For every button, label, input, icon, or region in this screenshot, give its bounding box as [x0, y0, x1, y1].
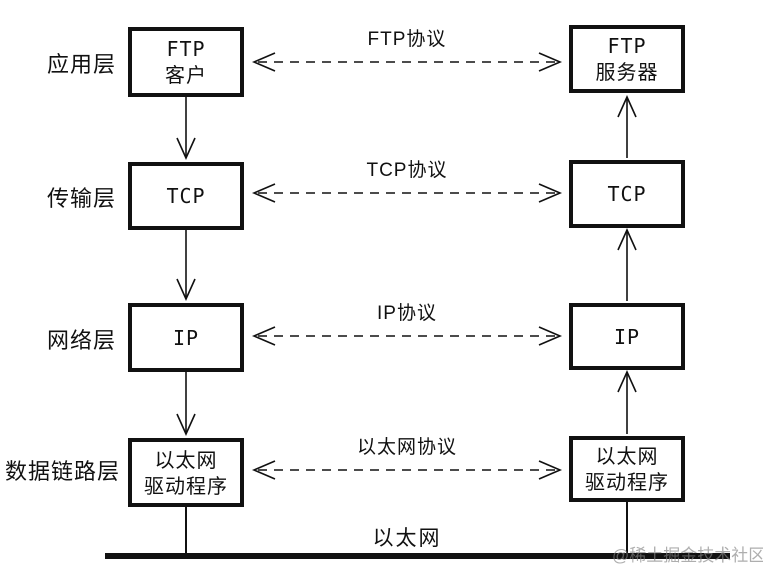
protocol-label-ethernet: 以太网协议 [356, 437, 457, 458]
up-arrow-icon [617, 370, 637, 434]
bus-connector-line [185, 507, 187, 554]
protocol-label-ip: IP协议 [377, 303, 437, 324]
watermark-text: @稀土掘金技术社区 [612, 546, 763, 565]
protocol-link-network: IP协议 [250, 303, 564, 347]
down-arrow-icon [176, 372, 196, 436]
box-ip-left: IP [128, 303, 244, 372]
layer-label-transport: 传输层 [47, 186, 117, 211]
box-tcp-left: TCP [128, 162, 244, 230]
dashed-double-arrow-icon [251, 183, 563, 203]
dashed-double-arrow-icon [251, 460, 563, 480]
bus-connector-line [626, 502, 628, 554]
ethernet-bus-label: 以太网 [372, 527, 442, 550]
box-ethernet-driver-right: 以太网 驱动程序 [569, 436, 685, 502]
protocol-link-application: FTP协议 [250, 29, 564, 73]
layer-label-network: 网络层 [47, 328, 117, 353]
down-arrow-icon [176, 230, 196, 301]
protocol-link-transport: TCP协议 [250, 160, 564, 204]
dashed-double-arrow-icon [251, 326, 563, 346]
up-arrow-icon [617, 95, 637, 158]
protocol-label-ftp: FTP协议 [367, 29, 447, 50]
layer-label-application: 应用层 [47, 52, 117, 77]
dashed-double-arrow-icon [251, 52, 563, 72]
ethernet-bus-line [105, 553, 730, 559]
protocol-label-tcp: TCP协议 [366, 160, 448, 181]
up-arrow-icon [617, 228, 637, 301]
box-tcp-right: TCP [569, 160, 685, 228]
layer-label-datalink: 数据链路层 [5, 459, 121, 484]
down-arrow-icon [176, 97, 196, 160]
box-ftp-server: FTP 服务器 [569, 25, 685, 93]
box-ftp-client: FTP 客户 [128, 27, 244, 97]
protocol-link-datalink: 以太网协议 [250, 437, 564, 481]
box-ip-right: IP [569, 303, 685, 370]
box-ethernet-driver-left: 以太网 驱动程序 [128, 438, 244, 507]
